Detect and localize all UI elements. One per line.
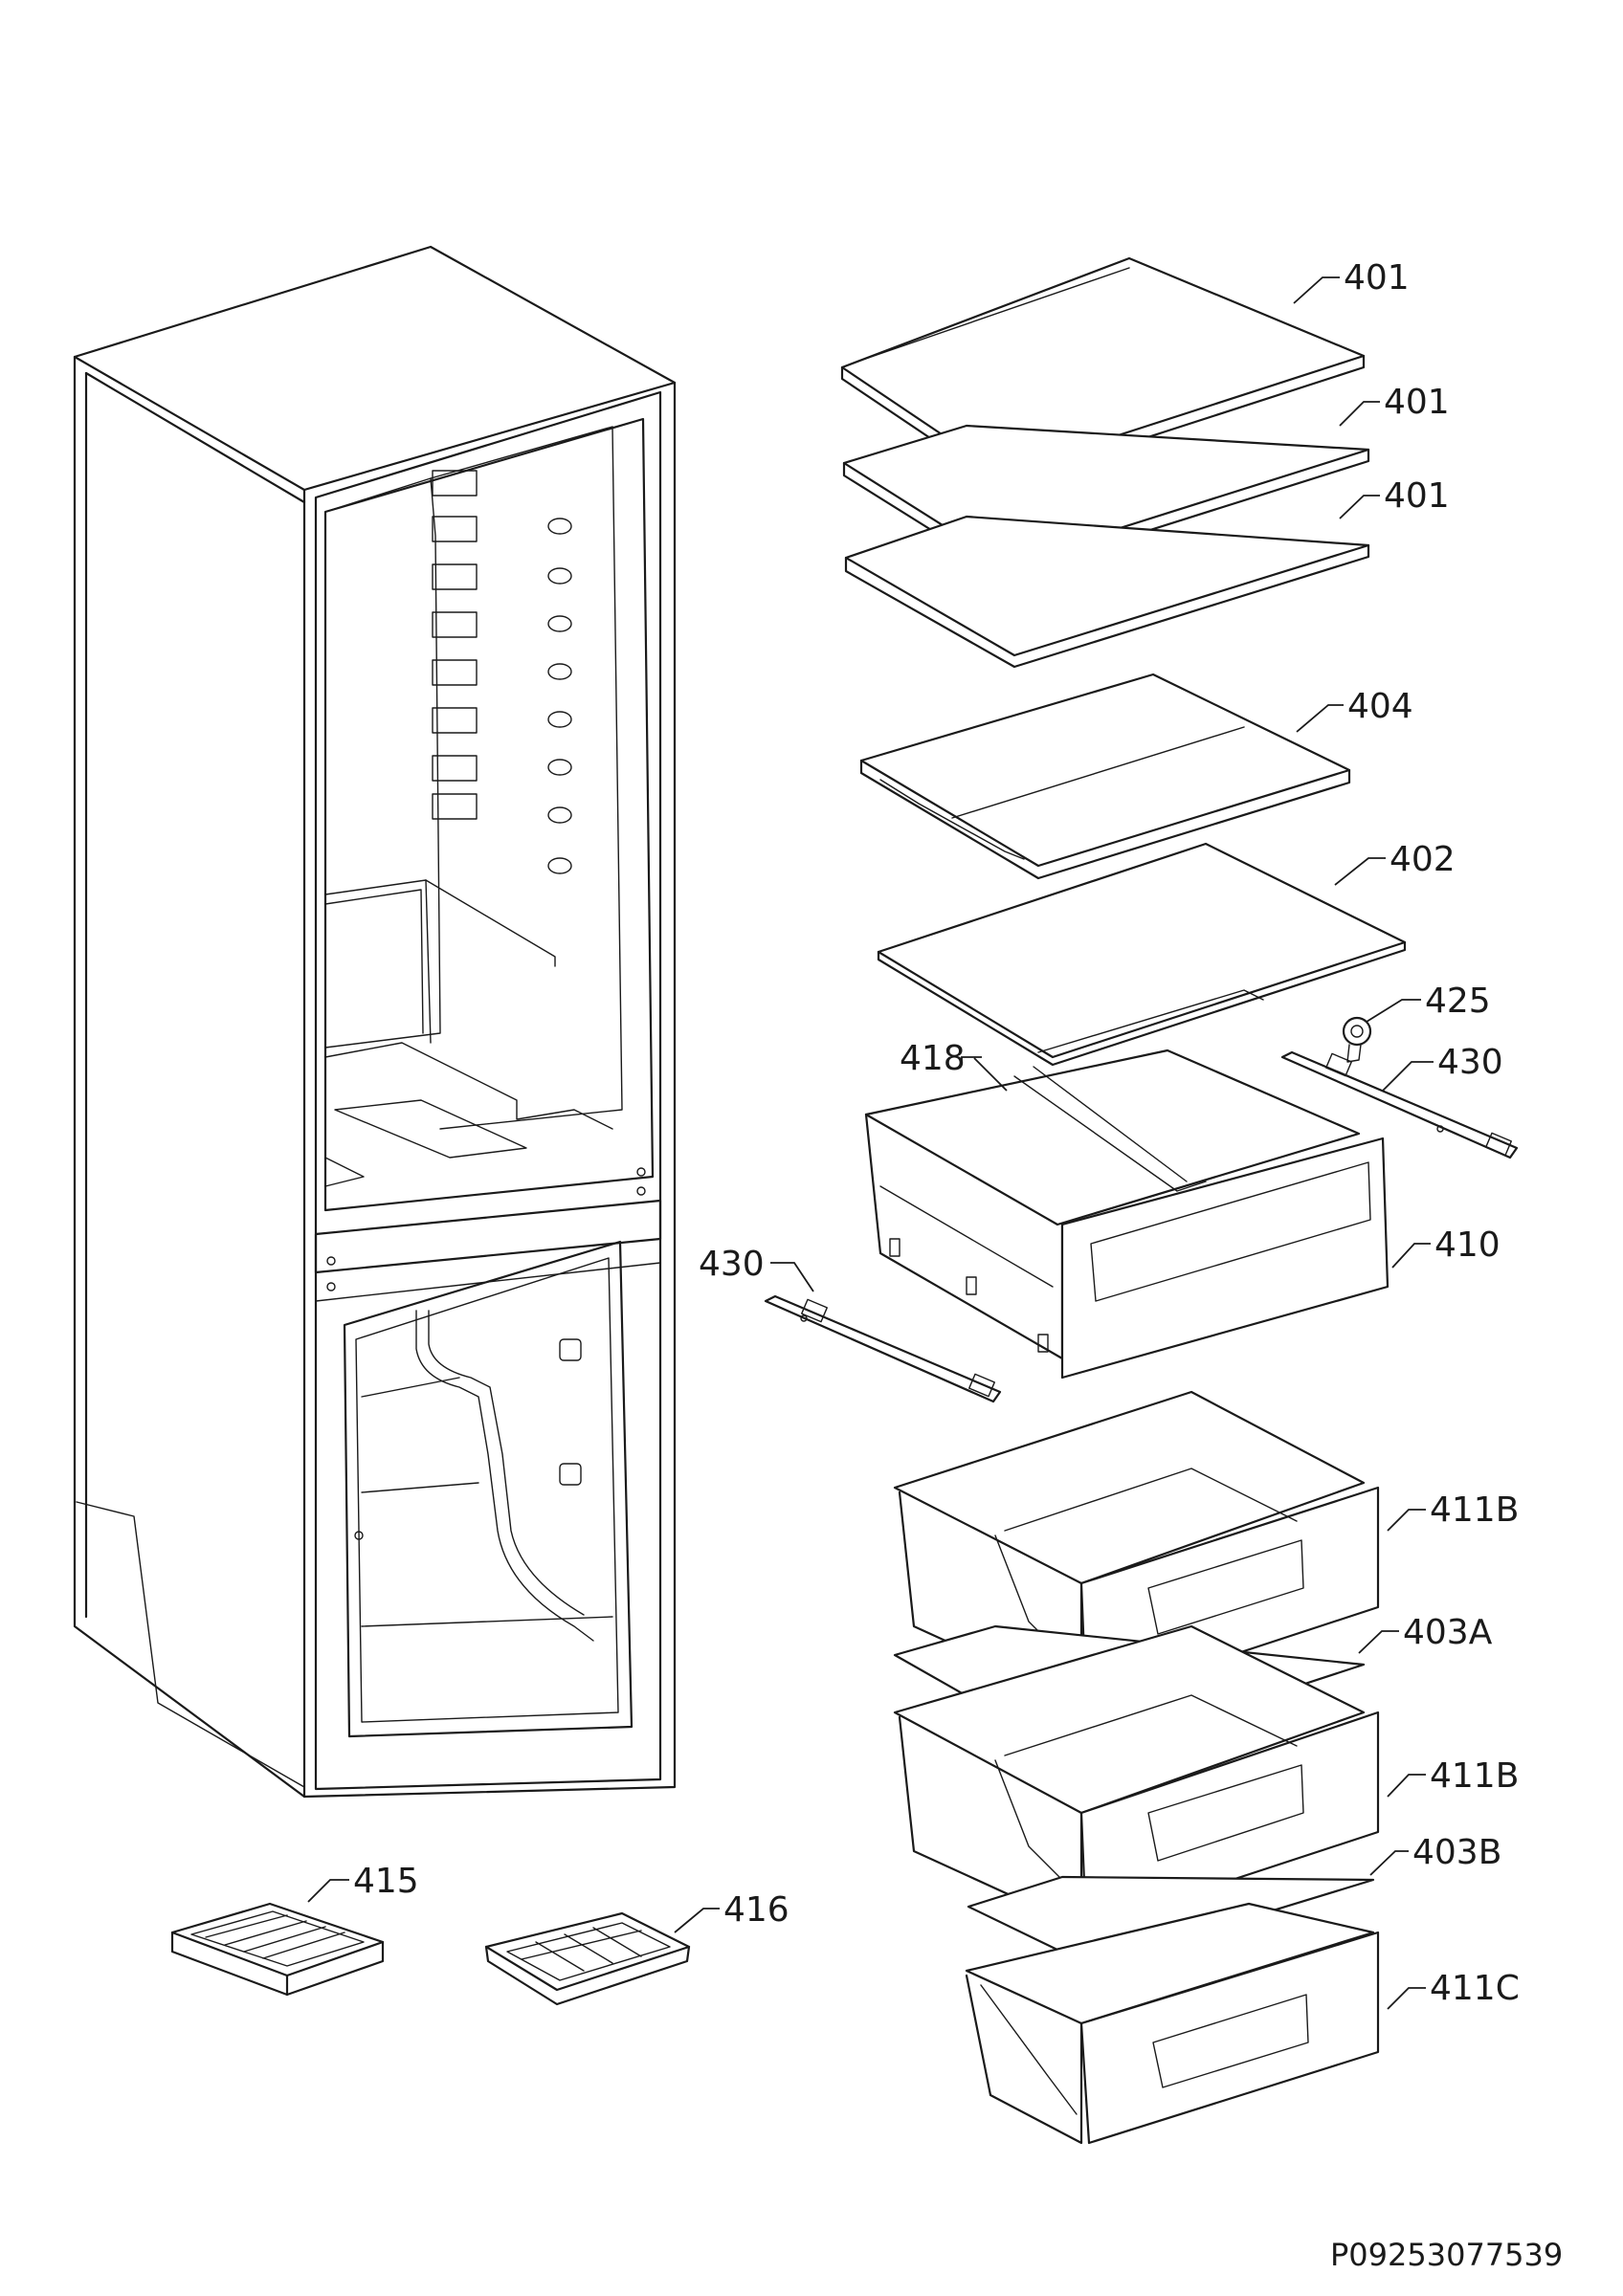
callout-402: 402	[1390, 840, 1456, 879]
callout-401-c: 401	[1384, 476, 1450, 516]
callout-401-a: 401	[1344, 258, 1410, 298]
callout-430-right: 430	[1437, 1043, 1503, 1082]
callout-425: 425	[1425, 982, 1491, 1021]
rail-430-right	[1280, 1050, 1519, 1159]
callout-404: 404	[1347, 687, 1413, 726]
shelf-404	[859, 673, 1351, 880]
callout-416: 416	[723, 1890, 789, 1930]
shelf-supports	[432, 470, 572, 874]
callout-411B-upper: 411B	[1430, 1490, 1519, 1530]
drawing-code: P09253077539	[1330, 2237, 1563, 2273]
drawer-411B-lower	[893, 1624, 1380, 1930]
part-425-knob	[1342, 1016, 1372, 1063]
part-416-ice-tray	[484, 1911, 691, 2006]
callout-410: 410	[1434, 1225, 1501, 1265]
rail-430-left	[764, 1294, 1002, 1403]
callout-411C: 411C	[1430, 1969, 1520, 2008]
callout-403B: 403B	[1412, 1833, 1501, 1872]
callout-403A: 403A	[1403, 1613, 1493, 1652]
drawer-410	[864, 1049, 1390, 1380]
fridge-cabinet	[73, 245, 677, 1799]
leader-lines	[307, 276, 1434, 2010]
callout-401-b: 401	[1384, 383, 1450, 422]
drawer-411C	[965, 1902, 1380, 2145]
callout-415: 415	[353, 1862, 419, 1901]
glass-shelf-402	[877, 842, 1407, 1067]
callout-411B-lower: 411B	[1430, 1756, 1519, 1796]
part-415-tray	[170, 1902, 385, 1997]
callout-labels: 401 401 401 404 402 425 418 430 430 410 …	[353, 258, 1520, 2008]
callout-418: 418	[900, 1039, 966, 1078]
glass-shelf-401-3	[844, 515, 1370, 669]
callout-430-left: 430	[699, 1245, 765, 1284]
